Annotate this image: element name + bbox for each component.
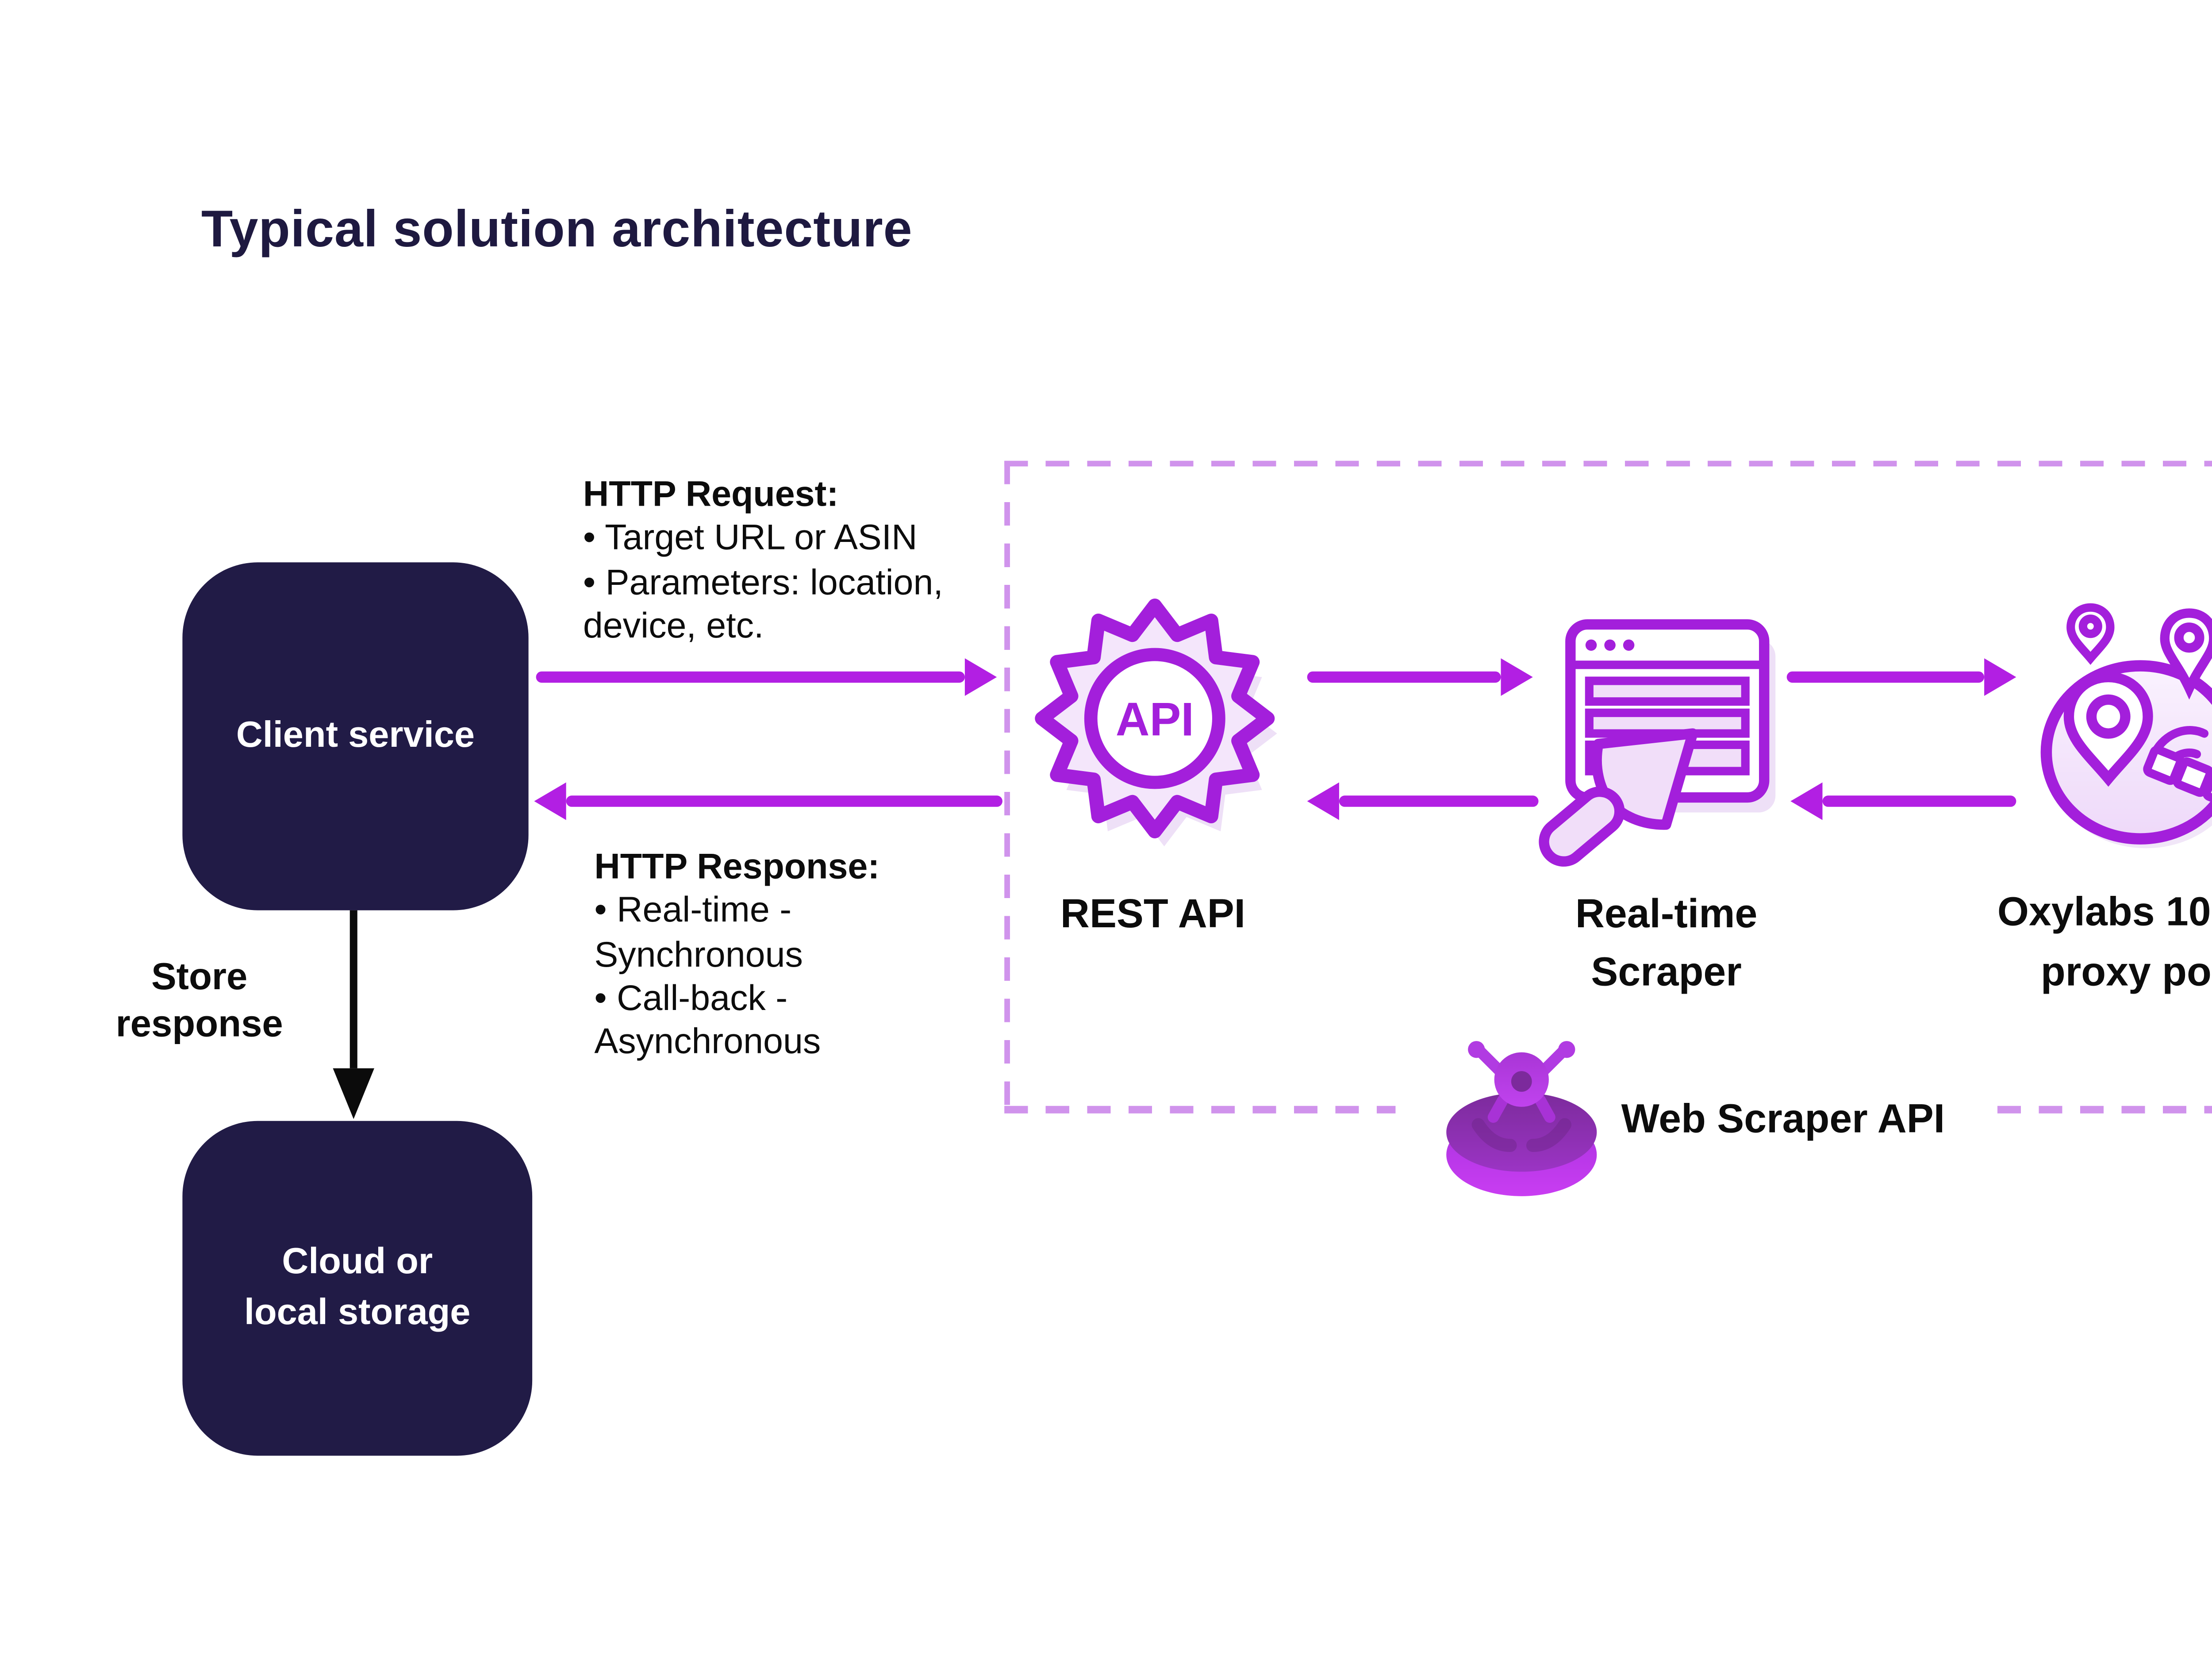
http-request-line: device, etc. [583,607,764,647]
store-response-arrow-head [332,1068,373,1119]
api-badge-text: API [1116,693,1194,745]
arrow-scraper-to-proxypool [1786,671,1985,682]
proxy-pool-label: Oxylabs 100M+ proxy pool [1997,889,2212,994]
scraper-tool-blade [1539,728,1698,867]
store-response-label: Store response [115,957,283,1046]
page-title: Typical solution architecture [201,199,913,258]
web-scraper-api-label: Web Scraper API [1621,1096,1945,1142]
http-request-heading: HTTP Request: [583,476,839,515]
http-response-line: • Real-time - [594,892,792,932]
cloud-storage-label-line1: Cloud or [282,1241,433,1283]
group-border-bottom-left [1004,1106,1396,1113]
client-service-label: Client service [236,714,475,757]
arrow-proxypool-to-scraper [1822,795,2016,806]
client-service-node: Client service [182,562,529,910]
group-border-top [1004,460,2212,466]
http-request-line: • Target URL or ASIN [583,519,918,559]
arrow-scraper-to-restapi [1339,795,1539,806]
group-border-bottom-right [1997,1106,2212,1113]
group-border-left [1004,460,1011,1113]
http-response-line: Synchronous [594,936,803,975]
rest-api-label: REST API [1060,890,1246,936]
rest-api-icon: API [1035,598,1277,847]
http-response-line: Asynchronous [594,1023,821,1063]
arrow-restapi-to-scraper [1307,671,1501,682]
request-arrow-client-to-restapi [536,671,965,682]
http-response-line: • Call-back - [594,979,788,1019]
response-arrow-restapi-to-client [566,795,1002,806]
http-response-heading: HTTP Response: [594,848,880,888]
satellite-icon [2143,745,2212,809]
http-request-line: • Parameters: location, [583,563,943,603]
realtime-scraper-label: Real-time Scraper [1575,890,1758,995]
store-response-arrow-line [349,910,358,1068]
cloud-storage-label-line2: local storage [244,1292,471,1334]
web-scraper-api-icon [1446,1041,1597,1196]
http-response-annotation: HTTP Response: • Real-time - Synchronous… [594,846,879,1065]
realtime-scraper-icon [1539,619,1776,867]
proxy-pool-icon [2040,603,2212,849]
cloud-storage-node: Cloud or local storage [182,1121,533,1456]
http-request-annotation: HTTP Request: • Target URL or ASIN • Par… [583,474,943,649]
